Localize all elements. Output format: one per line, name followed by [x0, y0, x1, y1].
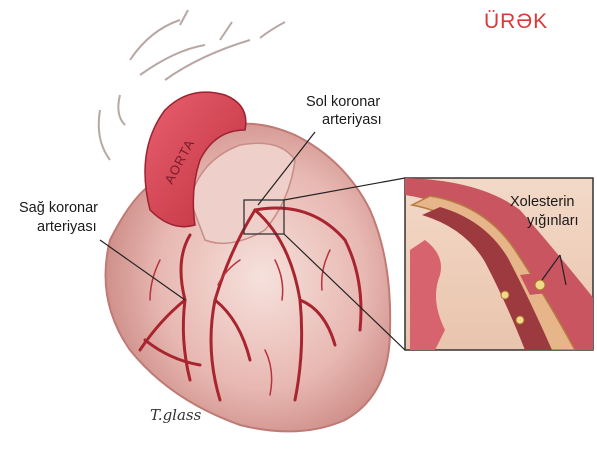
- cholesterol-label-line1: Xolesterin: [510, 193, 574, 211]
- left-coronary-label-line1: Sol koronar: [306, 93, 380, 111]
- page-title: ÜRƏK: [484, 10, 548, 34]
- cholesterol-label-line2: yığınları: [527, 212, 579, 230]
- left-coronary-label-line2: arteriyası: [322, 111, 382, 129]
- right-coronary-label-line2: arteriyası: [37, 218, 97, 236]
- right-coronary-label-line1: Sağ koronar: [19, 199, 98, 217]
- artist-signature: T.glass: [150, 406, 202, 424]
